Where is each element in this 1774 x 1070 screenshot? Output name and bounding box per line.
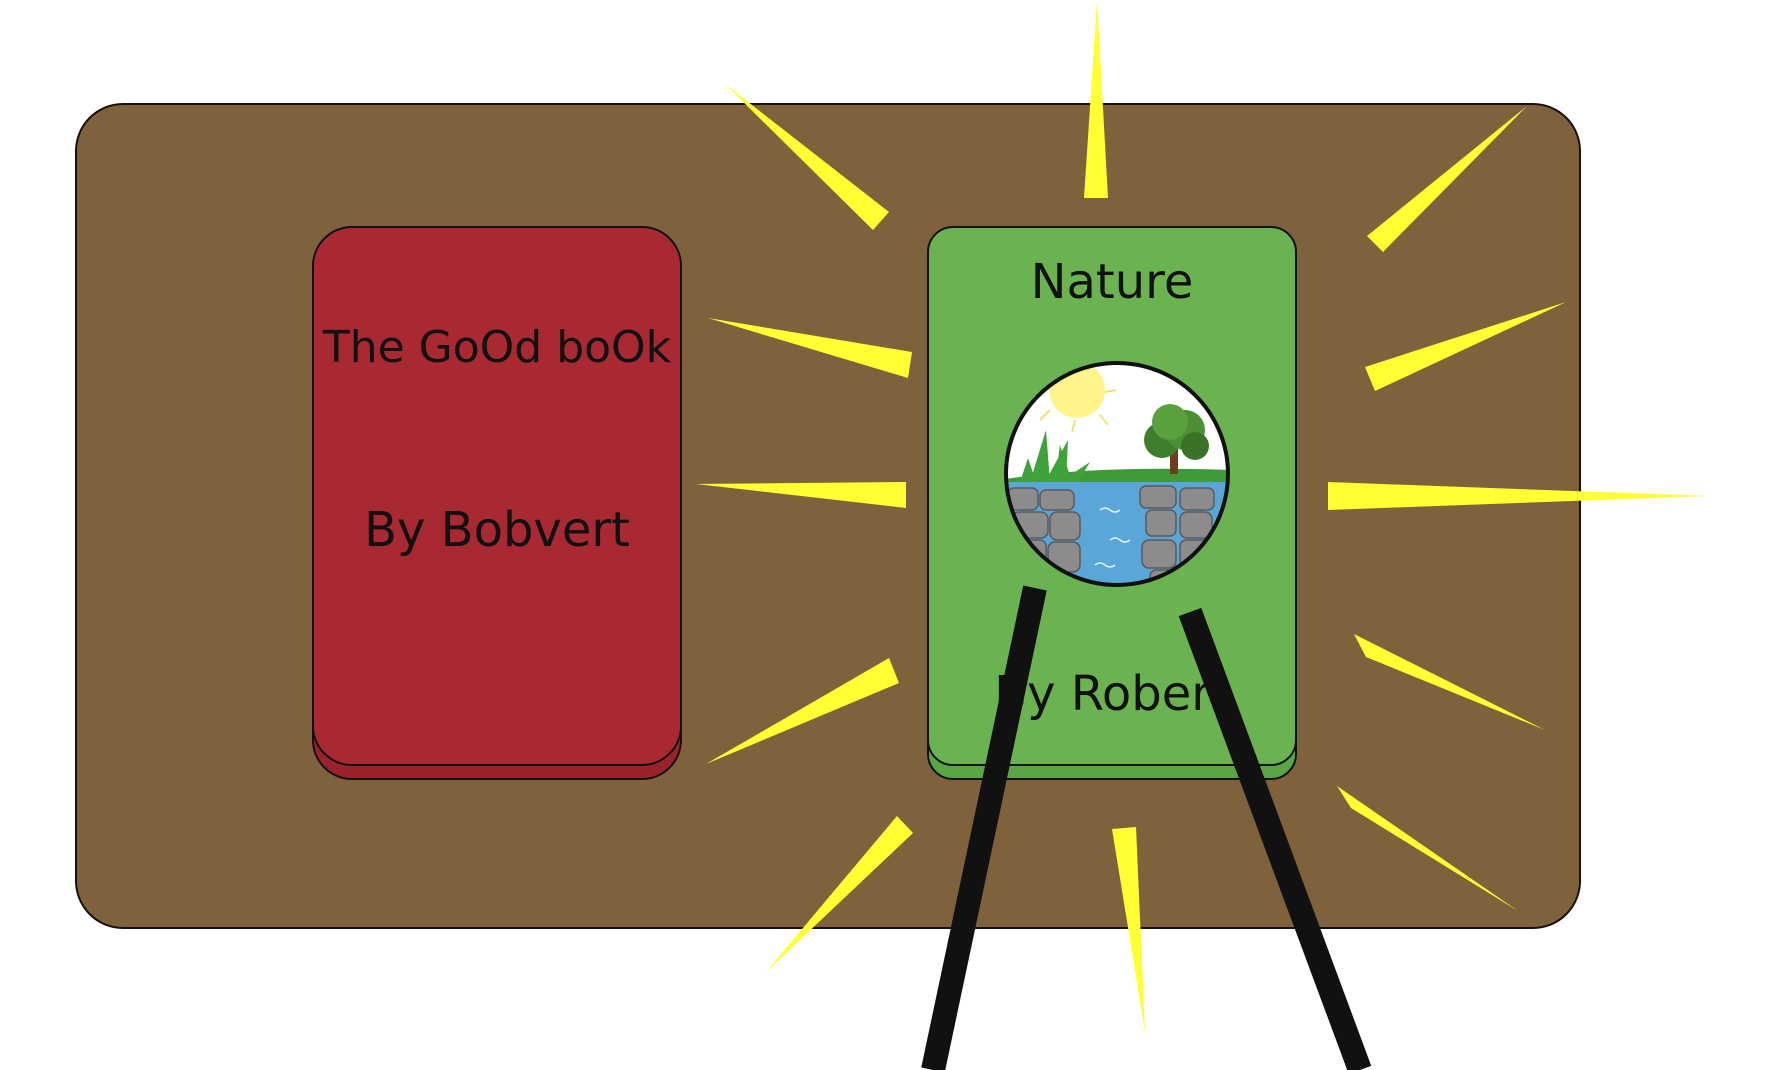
book-author: By Robert xyxy=(994,666,1230,722)
nature-scene-icon xyxy=(1004,361,1230,587)
easel-stand xyxy=(921,585,1372,1070)
ray xyxy=(1367,106,1527,252)
ray xyxy=(1365,302,1566,391)
book-title: Nature xyxy=(1030,254,1194,310)
ray xyxy=(708,318,912,378)
ray xyxy=(1084,0,1108,198)
ray xyxy=(1337,786,1518,911)
glow-rays xyxy=(696,0,1708,1032)
book-title: The GoOd boOk xyxy=(322,322,672,373)
grass-icon xyxy=(1020,430,1090,482)
ray xyxy=(696,482,906,508)
book-author: By Bobvert xyxy=(364,502,630,558)
book-cover: The GoOd boOk By Bobvert xyxy=(312,226,682,766)
ray xyxy=(725,84,889,230)
ray xyxy=(766,816,913,972)
ray xyxy=(1328,482,1708,510)
easel-leg-right xyxy=(1178,607,1372,1070)
ray xyxy=(706,658,899,764)
ray xyxy=(1354,634,1545,730)
tree-icon xyxy=(1144,404,1209,474)
easel-leg-left xyxy=(921,585,1047,1070)
book-the-good-book[interactable]: The GoOd boOk By Bobvert xyxy=(312,226,682,780)
ray xyxy=(1112,827,1145,1032)
